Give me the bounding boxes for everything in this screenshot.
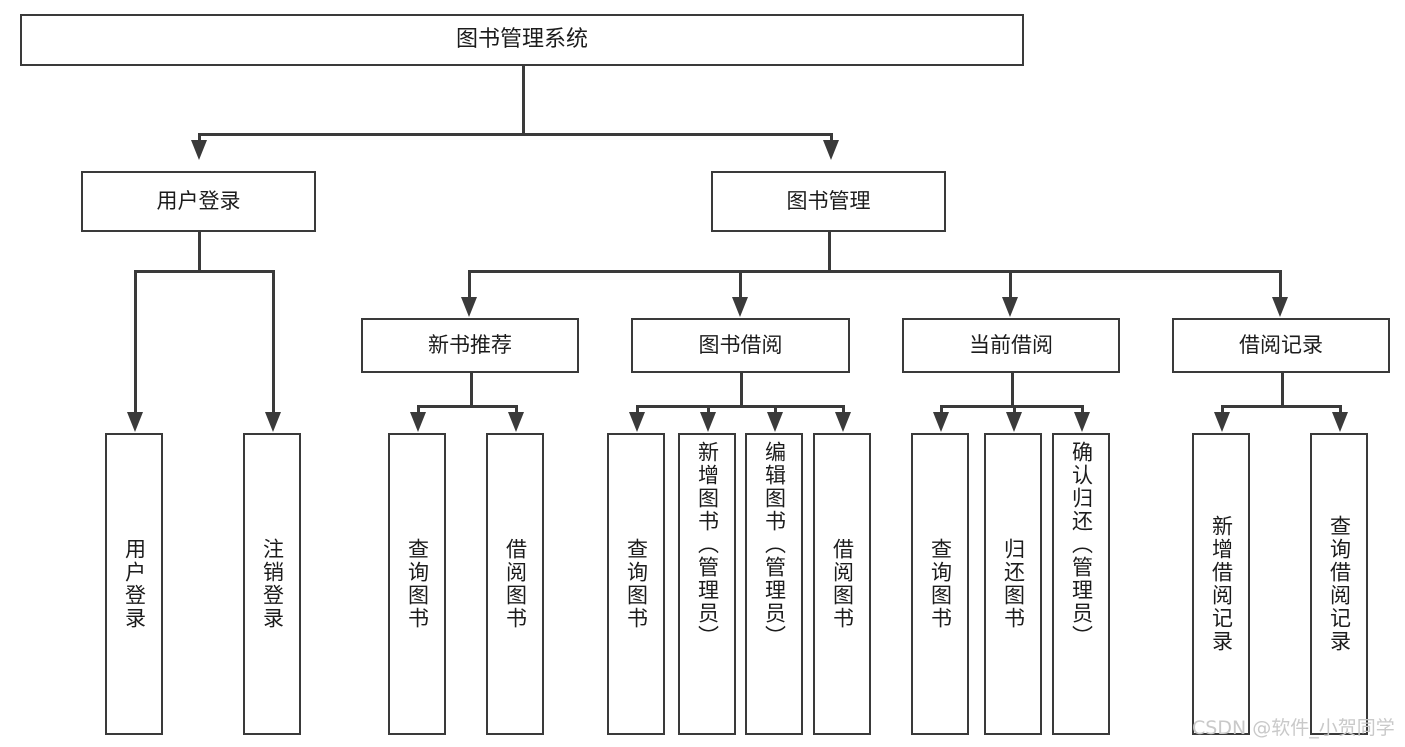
node-label: 查询借阅记录	[1327, 515, 1352, 653]
node-label: 注销登录	[260, 538, 285, 630]
book-manage-drop-line	[828, 232, 831, 270]
node-user-login[interactable]: 用户登录	[81, 171, 316, 232]
node-new-book-recommend[interactable]: 新书推荐	[361, 318, 579, 373]
group-current-borrow-arrow-0	[933, 412, 949, 432]
group-book-borrow-drop-line	[740, 373, 743, 405]
group-borrow-record-arrow-0-stem	[1221, 405, 1224, 412]
book-manage-arrow-1-stem	[739, 270, 742, 297]
node-leaf-borrow-book-1[interactable]: 借阅图书	[486, 433, 544, 735]
group-new-book-recommend-drop-line	[470, 373, 473, 405]
book-manage-arrow-3	[1272, 297, 1288, 317]
book-manage-arrow-0	[461, 297, 477, 317]
group-new-book-recommend-arrow-1-stem	[515, 405, 518, 412]
node-leaf-query-book-2[interactable]: 查询图书	[607, 433, 665, 735]
node-book-manage[interactable]: 图书管理	[711, 171, 946, 232]
node-label: 新增借阅记录	[1209, 515, 1234, 653]
node-current-borrow[interactable]: 当前借阅	[902, 318, 1120, 373]
node-label: 用户登录	[156, 189, 241, 214]
group-current-borrow-arrow-1	[1006, 412, 1022, 432]
book-manage-arrow-2	[1002, 297, 1018, 317]
root-arrow-0	[191, 140, 207, 160]
node-leaf-confirm-return-admin[interactable]: 确认归还（管理员）	[1052, 433, 1110, 735]
node-label: 新书推荐	[428, 333, 512, 358]
root-arrow-0-stem	[198, 133, 201, 140]
node-label: 用户登录	[122, 538, 147, 630]
group-borrow-record-drop-line	[1281, 373, 1284, 405]
group-book-borrow-arrow-2-stem	[774, 405, 777, 412]
node-leaf-query-book-1[interactable]: 查询图书	[388, 433, 446, 735]
node-label: 借阅图书	[830, 538, 855, 630]
group-book-borrow-arrow-3-stem	[842, 405, 845, 412]
group-current-borrow-arrow-1-stem	[1013, 405, 1016, 412]
node-label: 图书管理	[786, 189, 871, 214]
node-leaf-query-borrow-record[interactable]: 查询借阅记录	[1310, 433, 1368, 735]
group-book-borrow-bus-line	[636, 405, 842, 408]
group-new-book-recommend-arrow-0	[410, 412, 426, 432]
node-label: 当前借阅	[969, 333, 1053, 358]
group-new-book-recommend-arrow-1	[508, 412, 524, 432]
node-leaf-borrow-book-2[interactable]: 借阅图书	[813, 433, 871, 735]
node-borrow-record[interactable]: 借阅记录	[1172, 318, 1390, 373]
book-manage-bus-line	[468, 270, 1279, 273]
group-current-borrow-arrow-2-stem	[1081, 405, 1084, 412]
node-leaf-return-book[interactable]: 归还图书	[984, 433, 1042, 735]
group-current-borrow-arrow-2	[1074, 412, 1090, 432]
node-book-borrow[interactable]: 图书借阅	[631, 318, 850, 373]
group-book-borrow-arrow-1-stem	[707, 405, 710, 412]
node-root-root[interactable]: 图书管理系统	[20, 14, 1024, 66]
group-book-borrow-arrow-1	[700, 412, 716, 432]
node-label: 借阅记录	[1239, 333, 1323, 358]
node-leaf-add-book-admin[interactable]: 新增图书（管理员）	[678, 433, 736, 735]
user-login-arrow-1-stem	[272, 270, 275, 412]
node-leaf-user-login[interactable]: 用户登录	[105, 433, 163, 735]
group-book-borrow-arrow-0	[629, 412, 645, 432]
user-login-arrow-0-stem	[134, 270, 137, 412]
user-login-arrow-1	[265, 412, 281, 432]
group-current-borrow-drop-line	[1011, 373, 1014, 405]
group-new-book-recommend-bus-line	[417, 405, 515, 408]
node-label: 借阅图书	[503, 538, 528, 630]
node-leaf-logout[interactable]: 注销登录	[243, 433, 301, 735]
user-login-bus-line	[134, 270, 272, 273]
node-label: 查询图书	[624, 538, 649, 630]
user-login-drop-line	[198, 232, 201, 270]
node-label: 新增图书（管理员）	[695, 441, 720, 648]
node-label: 查询图书	[405, 538, 430, 630]
root-arrow-1-stem	[830, 133, 833, 140]
root-bus-line	[198, 133, 830, 136]
group-book-borrow-arrow-3	[835, 412, 851, 432]
node-leaf-add-borrow-record[interactable]: 新增借阅记录	[1192, 433, 1250, 735]
group-book-borrow-arrow-0-stem	[636, 405, 639, 412]
group-borrow-record-arrow-0	[1214, 412, 1230, 432]
node-label: 编辑图书（管理员）	[762, 441, 787, 648]
user-login-arrow-0	[127, 412, 143, 432]
group-current-borrow-bus-line	[940, 405, 1081, 408]
node-label: 图书管理系统	[455, 27, 588, 53]
node-label: 确认归还（管理员）	[1069, 441, 1094, 648]
node-leaf-query-book-3[interactable]: 查询图书	[911, 433, 969, 735]
node-label: 归还图书	[1001, 538, 1026, 630]
node-label: 查询图书	[928, 538, 953, 630]
book-manage-arrow-1	[732, 297, 748, 317]
node-label: 图书借阅	[698, 333, 783, 358]
book-manage-arrow-0-stem	[468, 270, 471, 297]
node-leaf-edit-book-admin[interactable]: 编辑图书（管理员）	[745, 433, 803, 735]
group-borrow-record-arrow-1	[1332, 412, 1348, 432]
book-manage-arrow-3-stem	[1279, 270, 1282, 297]
group-borrow-record-arrow-1-stem	[1339, 405, 1342, 412]
root-arrow-1	[823, 140, 839, 160]
group-new-book-recommend-arrow-0-stem	[417, 405, 420, 412]
group-book-borrow-arrow-2	[767, 412, 783, 432]
root-drop-line	[522, 66, 525, 133]
group-current-borrow-arrow-0-stem	[940, 405, 943, 412]
book-manage-arrow-2-stem	[1009, 270, 1012, 297]
group-borrow-record-bus-line	[1221, 405, 1339, 408]
